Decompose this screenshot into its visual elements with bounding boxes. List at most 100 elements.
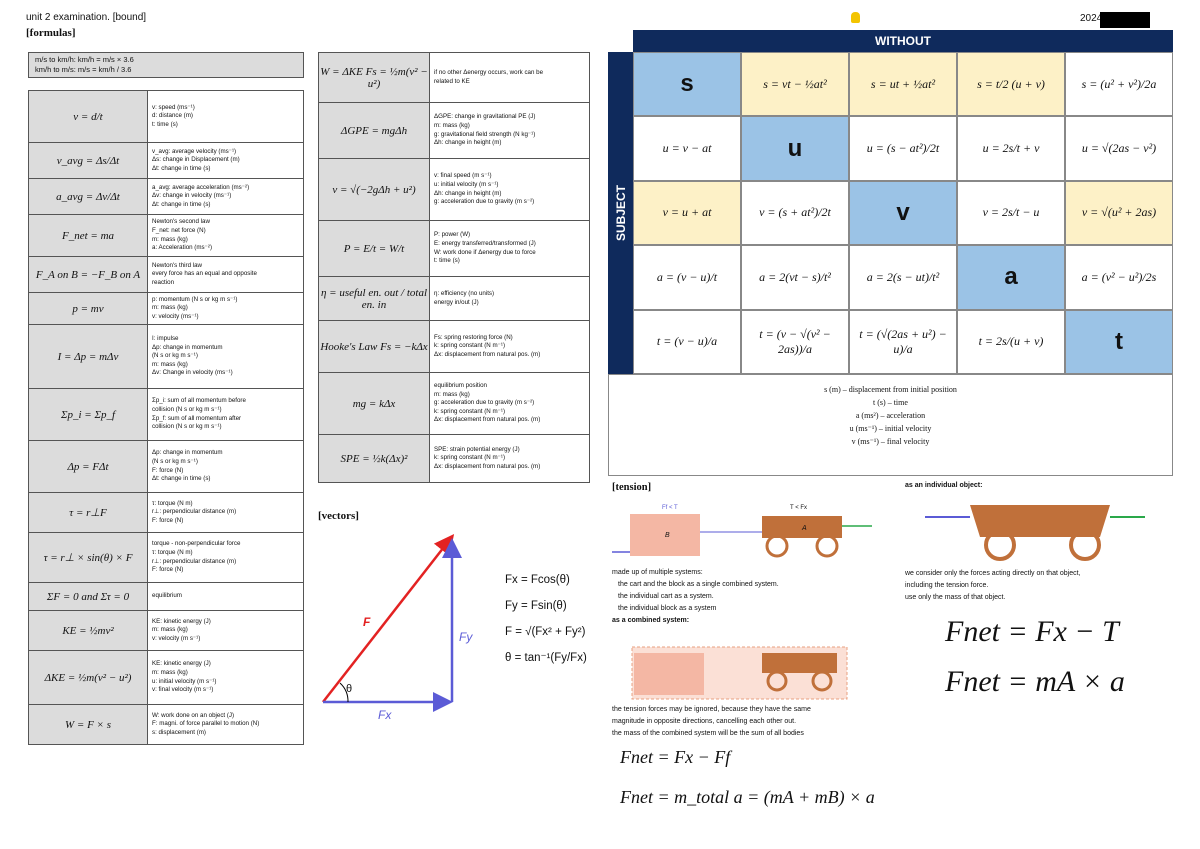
description-cell: P: power (W)E: energy transferred/transf… [429, 220, 590, 277]
description-cell: a_avg: average acceleration (ms⁻²)Δv: ch… [147, 178, 304, 215]
description-line: u: initial velocity (m s⁻¹) [152, 677, 217, 685]
description-line: m: mass (kg) [434, 390, 470, 398]
ff-lt-t-label: Ff < T [662, 505, 678, 511]
text-line: made up of multiple systems: [612, 569, 703, 576]
description-line: p: momentum (N s or kg m s⁻¹) [152, 295, 238, 303]
description-line: k: spring constant (N m⁻¹) [434, 342, 506, 350]
description-line: F: magni. of force parallel to motion (N… [152, 720, 260, 728]
formula-cell: F_net = ma [28, 214, 148, 257]
cart-a-label: A [802, 525, 807, 532]
description-line: m: mass (kg) [152, 360, 188, 368]
formula-cell: τ = r⊥ × sin(θ) × F [28, 532, 148, 583]
description-line: m: mass (kg) [152, 235, 188, 243]
description-line: d: distance (m) [152, 112, 193, 120]
block-b [630, 514, 700, 556]
suvat-cell: a = 2(s − ut)/t² [849, 245, 957, 310]
description-line: a: Acceleration (ms⁻²) [152, 244, 213, 252]
description-cell: p: momentum (N s or kg m s⁻¹)m: mass (kg… [147, 292, 304, 325]
suvat-cell: s = ut + ½at² [849, 52, 957, 117]
description-line: Δt: change in time (s) [152, 200, 211, 208]
vector-f-label: F [363, 615, 371, 629]
text-line: the individual block as a system [618, 605, 717, 612]
description-line: g: acceleration due to gravity (m s⁻²) [434, 399, 535, 407]
description-cell: KE: kinetic energy (J)m: mass (kg)u: ini… [147, 650, 304, 705]
description-line: τ: torque (N m) [152, 548, 193, 556]
suvat-cell: s = (u² + v²)/2a [1065, 52, 1173, 117]
description-cell: v: final speed (m s⁻¹)u: initial velocit… [429, 158, 590, 221]
table-row: ΔKE = ½m(v² − u²)KE: kinetic energy (J)m… [28, 650, 304, 705]
description-line: g: gravitational field strength (N kg⁻¹) [434, 130, 536, 138]
formula-cell: F_A on B = −F_B on A [28, 256, 148, 293]
description-line: Δt: change in time (s) [152, 164, 211, 172]
vector-fx-label: Fx [378, 708, 392, 722]
legend-line: v (ms⁻¹) – final velocity [851, 437, 930, 446]
cart-wheel [815, 534, 839, 558]
formula-cell: ΔGPE = mgΔh [318, 102, 430, 159]
description-line: every force has an equal and opposite [152, 270, 257, 278]
description-line: m: mass (kg) [152, 668, 188, 676]
suvat-cell: t = (v − u)/a [633, 309, 741, 374]
suvat-cell: v = 2s/t − u [957, 180, 1065, 246]
suvat-cell: v = (s + at²)/2t [741, 180, 849, 246]
description-cell: KE: kinetic energy (J)m: mass (kg)v: vel… [147, 610, 304, 651]
suvat-cell: u = 2s/t + v [957, 116, 1065, 181]
formula-table-middle: W = ΔKE Fs = ½m(v² − u²)if no other Δene… [318, 52, 590, 483]
vector-triangle-diagram [322, 534, 462, 712]
description-line: W: work done if Δenergy due to force [434, 248, 536, 256]
description-line: Δx: displacement from natural pos. (m) [434, 462, 541, 470]
text-line: we consider only the forces acting direc… [905, 570, 1081, 577]
note-line: km/h to m/s: m/s = km/h / 3.6 [35, 65, 132, 74]
suvat-cell: u = v − at [633, 116, 741, 181]
cart-wheel [765, 534, 789, 558]
vector-eq: F = √(Fx² + Fy²) [505, 626, 586, 638]
block-b-label: B [665, 532, 670, 539]
formula-cell: SPE = ½k(Δx)² [318, 434, 430, 483]
description-line: Δt: change in time (s) [152, 475, 211, 483]
description-line: g: acceleration due to gravity (m s⁻²) [434, 198, 535, 206]
suvat-cell: t = (√(2as + u²) − u)/a [849, 309, 957, 374]
individual-label: as an individual object: [905, 482, 983, 489]
description-line: energy in/out (J) [434, 298, 479, 306]
formula-cell: I = Δp = mΔv [28, 324, 148, 389]
combined-eq-1: Fnet = Fx − Ff [620, 747, 731, 767]
description-line: Δh: change in height (m) [434, 189, 502, 197]
description-line: v: final speed (m s⁻¹) [434, 172, 492, 180]
formula-cell: Δp = FΔt [28, 440, 148, 493]
without-header: WITHOUT [633, 30, 1173, 52]
formula-cell: ΔKE = ½m(v² − u²) [28, 650, 148, 705]
note-line: m/s to km/h: km/h = m/s × 3.6 [35, 55, 134, 64]
description-line: Δs: change in Displacement (m) [152, 156, 240, 164]
text-line: the mass of the combined system will be … [612, 730, 804, 737]
suvat-cell: a = (v² − u²)/2s [1065, 245, 1173, 310]
suvat-cell: t = (v − √(v² − 2as))/a [741, 309, 849, 374]
vector-f-arrow [322, 534, 455, 703]
description-line: k: spring constant (N m⁻¹) [434, 407, 506, 415]
text-line: use only the mass of that object. [905, 594, 1006, 601]
redaction-block [1100, 12, 1150, 28]
individual-eq-2: Fnet = mA × a [945, 665, 1125, 698]
suvat-cell: u [741, 116, 849, 181]
suvat-cell: s [633, 52, 741, 117]
description-line: v: final velocity (m s⁻¹) [152, 686, 214, 694]
suvat-cell: v = √(u² + 2as) [1065, 180, 1173, 246]
description-cell: equilibrium [147, 582, 304, 611]
description-line: τ: torque (N m) [152, 499, 193, 507]
description-line: F: force (N) [152, 466, 184, 474]
description-line: Σp_i: sum of all momentum before [152, 397, 246, 405]
suvat-cell: t [1065, 309, 1173, 374]
description-line: v: velocity (ms⁻¹) [152, 312, 199, 320]
unit-conversion-note: m/s to km/h: km/h = m/s × 3.6 km/h to m/… [28, 52, 304, 78]
cart-wheel [1069, 529, 1101, 561]
